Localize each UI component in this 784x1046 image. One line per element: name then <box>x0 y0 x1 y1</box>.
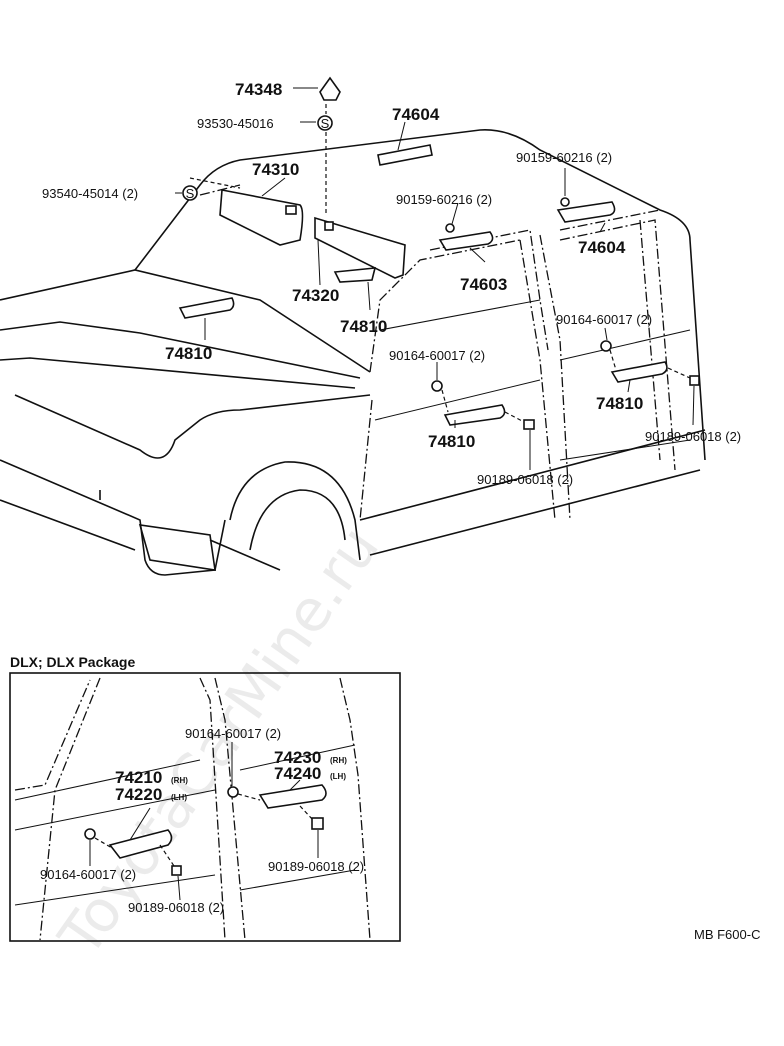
callout-90159-60216-mid: 90159-60216 (2) <box>396 192 492 207</box>
callout-90189-06018-mid: 90189-06018 (2) <box>477 472 573 487</box>
callout-74604-right: 74604 <box>578 238 626 257</box>
assist-grip-mid <box>431 380 535 430</box>
inset-callout-74220: 74220 <box>115 785 162 804</box>
callout-74810-left: 74810 <box>165 344 212 363</box>
callout-74810-visor: 74810 <box>340 317 387 336</box>
callout-90164-60017-mid: 90164-60017 (2) <box>389 348 485 363</box>
callout-90189-06018-right: 90189-06018 (2) <box>645 429 741 444</box>
inset-callout-74230-suffix: (RH) <box>330 756 347 765</box>
assist-grip-top <box>377 144 433 166</box>
callout-74348: 74348 <box>235 80 282 99</box>
inset-leader-lines <box>89 742 319 901</box>
inset-grip-right <box>227 784 327 830</box>
assist-grip-visor <box>333 267 377 283</box>
callout-93540-45014: 93540-45014 (2) <box>42 186 138 201</box>
callout-74603: 74603 <box>460 275 507 294</box>
callout-93530-45016: 93530-45016 <box>197 116 274 131</box>
sun-visor-right <box>314 216 406 279</box>
callout-90159-60216-right: 90159-60216 (2) <box>516 150 612 165</box>
inset-callout-90164-60017-top: 90164-60017 (2) <box>185 726 281 741</box>
s-mark-icon: S <box>317 115 333 131</box>
svg-text:S: S <box>186 186 195 201</box>
inset-callout-74210: 74210 <box>115 768 162 787</box>
vehicle-outline <box>0 129 706 576</box>
visor-holder-clip <box>319 76 341 101</box>
inset-callout-74240-suffix: (LH) <box>330 772 346 781</box>
sun-visor-left <box>219 189 304 246</box>
svg-text:S: S <box>321 116 330 131</box>
assist-grip-right-lower <box>600 340 700 386</box>
inset-body-outline <box>14 677 371 941</box>
assist-grip-74603 <box>438 223 494 251</box>
inset-callout-74220-suffix: (LH) <box>171 793 187 802</box>
inset-callout-74230: 74230 <box>274 748 321 767</box>
callout-90164-60017-right: 90164-60017 (2) <box>556 312 652 327</box>
assist-grip-left <box>178 297 235 319</box>
leader-lines <box>175 87 695 470</box>
inset-callout-74210-suffix: (RH) <box>171 776 188 785</box>
diagram-code: MB F600-C <box>694 927 760 942</box>
inset-callout-90164-60017-left: 90164-60017 (2) <box>40 867 136 882</box>
callout-74320: 74320 <box>292 286 339 305</box>
assist-grip-right <box>556 197 616 223</box>
callout-74604-top: 74604 <box>392 105 440 124</box>
callout-74810-mid: 74810 <box>428 432 475 451</box>
inset-title: DLX; DLX Package <box>10 654 135 670</box>
callout-74310: 74310 <box>252 160 299 179</box>
callout-74810-right: 74810 <box>596 394 643 413</box>
s-mark-icon: S <box>182 185 198 201</box>
inset-grip-left <box>84 828 182 876</box>
inset-callout-90189-06018-right: 90189-06018 (2) <box>268 859 364 874</box>
inset-callout-90189-06018-bottom: 90189-06018 (2) <box>128 900 224 915</box>
inset-callout-74240: 74240 <box>274 764 321 783</box>
inset-frame <box>9 672 401 942</box>
